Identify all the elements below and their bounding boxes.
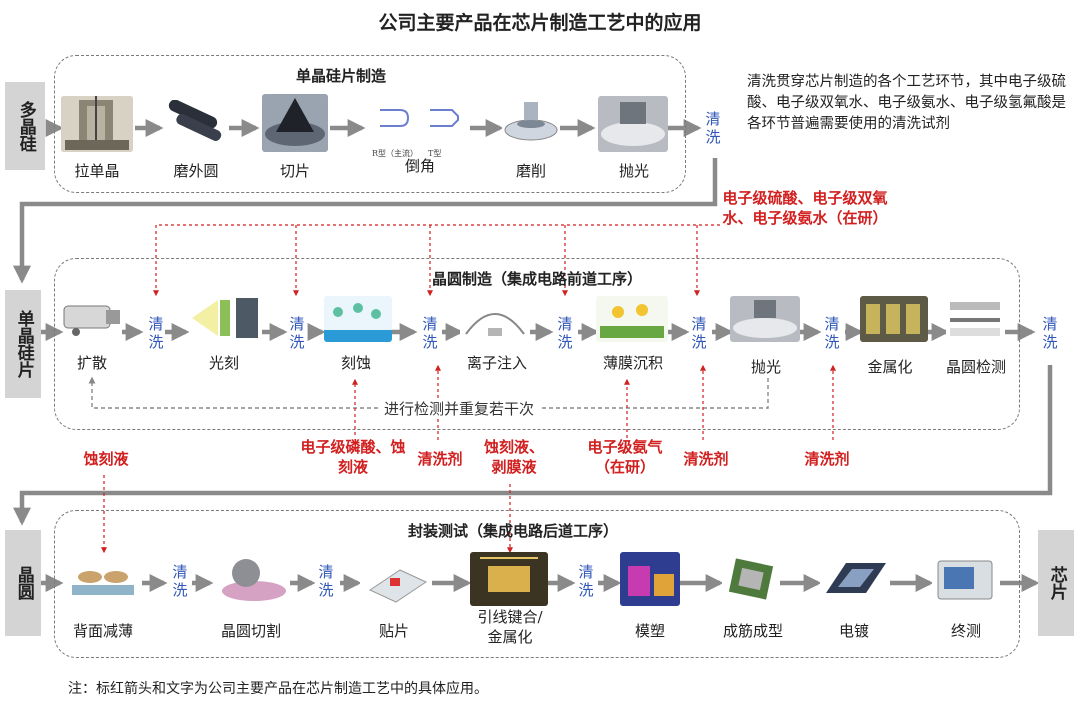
metallization-image bbox=[860, 296, 928, 342]
ion-implant-image bbox=[460, 300, 530, 340]
wire-bond-image bbox=[470, 552, 548, 606]
final-test-image bbox=[932, 555, 998, 605]
step-wafer-test: 晶圆检测 bbox=[945, 358, 1006, 376]
grinding-image bbox=[163, 100, 229, 150]
lithography-image bbox=[188, 294, 262, 342]
step-lapping: 磨削 bbox=[515, 162, 546, 180]
trim-form-image bbox=[722, 552, 780, 606]
step-chamfering: 倒角 bbox=[404, 157, 435, 175]
output-chip: 芯片 bbox=[1038, 530, 1074, 636]
step-trim-form: 成筋成型 bbox=[722, 622, 783, 640]
step-deposition: 薄膜沉积 bbox=[602, 354, 663, 372]
czochralski-image bbox=[61, 96, 133, 152]
molding-image bbox=[620, 552, 680, 606]
stage2-title: 晶圆制造（集成电路前道工序） bbox=[432, 270, 643, 288]
etching-image bbox=[324, 296, 392, 342]
step-backgrind: 背面减薄 bbox=[72, 622, 133, 640]
step-dicing: 晶圆切割 bbox=[220, 622, 281, 640]
chamfer-image bbox=[372, 100, 468, 148]
step-polishing-2: 抛光 bbox=[750, 358, 781, 376]
wash-3a: 清洗 bbox=[172, 563, 188, 599]
stage3-title: 封装测试（集成电路后道工序） bbox=[408, 522, 619, 540]
step-final-test: 终测 bbox=[950, 622, 981, 640]
dicing-image bbox=[214, 555, 290, 605]
polishing-image-1 bbox=[598, 96, 668, 152]
backgrind-image bbox=[66, 555, 140, 605]
wafer-test-image bbox=[946, 296, 1004, 342]
step-polishing: 抛光 bbox=[618, 162, 649, 180]
wash-3c: 清洗 bbox=[578, 563, 594, 599]
red-note-acids: 电子级硫酸、电子级双氧水、电子级氨水（在研） bbox=[722, 189, 888, 228]
step-molding: 模塑 bbox=[634, 622, 665, 640]
red-note-etch-strip: 蚀刻液、剥膜液 bbox=[483, 438, 544, 477]
note-cleaning: 清洗贯穿芯片制造的各个工艺环节，其中电子级硫酸、电子级双氧水、电子级氨水、电子级… bbox=[747, 74, 1066, 133]
step-metallization: 金属化 bbox=[867, 358, 913, 376]
polishing-image-2 bbox=[730, 296, 800, 342]
step-etching: 刻蚀 bbox=[340, 354, 371, 372]
red-note-phosphoric: 电子级磷酸、蚀刻液 bbox=[300, 438, 406, 477]
plating-image bbox=[820, 555, 890, 605]
loop-label: 进行检测并重复若干次 bbox=[378, 398, 541, 419]
footer-note: 注：标红箭头和文字为公司主要产品在芯片制造工艺中的具体应用。 bbox=[68, 681, 488, 697]
step-lithography: 光刻 bbox=[208, 354, 239, 372]
step-slicing: 切片 bbox=[279, 162, 310, 180]
wash-2e: 清洗 bbox=[691, 315, 707, 351]
wash-3b: 清洗 bbox=[318, 563, 334, 599]
wash-stage1: 清洗 bbox=[705, 110, 721, 146]
diagram-title: 公司主要产品在芯片制造工艺中的应用 bbox=[378, 12, 702, 34]
stage3-box bbox=[54, 510, 1020, 658]
red-note-cleaner-2: 清洗剂 bbox=[683, 450, 729, 468]
wash-2b: 清洗 bbox=[289, 315, 305, 351]
slicing-image bbox=[262, 94, 328, 152]
step-diffusion: 扩散 bbox=[76, 354, 107, 372]
chamfer-r-label: R型（主流） bbox=[372, 149, 419, 158]
red-note-etchant: 蚀刻液 bbox=[83, 450, 129, 468]
red-note-cleaner-1: 清洗剂 bbox=[417, 450, 463, 468]
diffusion-image bbox=[62, 296, 122, 340]
wash-2a: 清洗 bbox=[148, 315, 164, 351]
chamfer-t-label: T型 bbox=[428, 149, 442, 158]
die-attach-image bbox=[360, 550, 432, 606]
lapping-image bbox=[502, 96, 560, 150]
red-note-ammonia-gas: 电子级氨气（在研） bbox=[587, 438, 663, 477]
step-crystal-pulling: 拉单晶 bbox=[74, 162, 120, 180]
input-wafer: 晶圆 bbox=[5, 530, 41, 636]
wash-2c: 清洗 bbox=[422, 315, 438, 351]
input-monocrystal-wafer: 单晶硅片 bbox=[5, 290, 41, 398]
step-ion-implant: 离子注入 bbox=[466, 354, 527, 372]
step-od-grinding: 磨外圆 bbox=[173, 162, 219, 180]
stage2-box bbox=[54, 258, 1020, 430]
wash-2g: 清洗 bbox=[1042, 315, 1058, 351]
step-plating: 电镀 bbox=[838, 622, 869, 640]
wash-2f: 清洗 bbox=[824, 315, 840, 351]
input-polysilicon: 多晶硅 bbox=[5, 82, 45, 170]
stage1-title: 单晶硅片制造 bbox=[296, 67, 387, 85]
step-wire-bond: 引线键合/金属化 bbox=[477, 608, 543, 646]
wash-2d: 清洗 bbox=[557, 315, 573, 351]
stage1-box bbox=[54, 55, 686, 193]
red-note-cleaner-3: 清洗剂 bbox=[804, 450, 850, 468]
step-die-attach: 贴片 bbox=[378, 622, 409, 640]
deposition-image bbox=[596, 296, 668, 342]
